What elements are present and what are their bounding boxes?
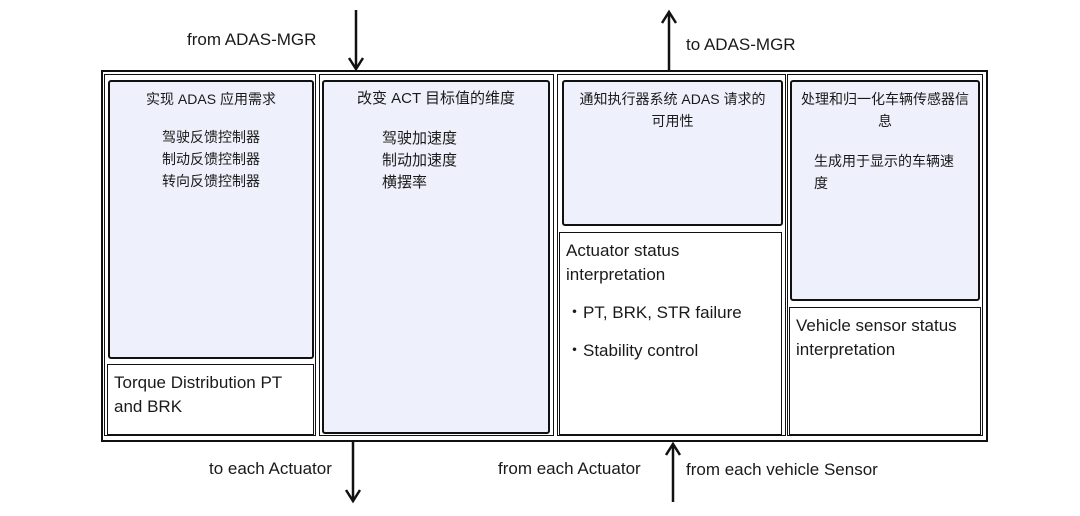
list-item: 转向反馈控制器 [162,173,260,189]
list-item: 制动反馈控制器 [162,151,260,167]
sensor-normalization-box: 处理和归一化车辆传感器信息 生成用于显示的车辆速度 [790,80,980,301]
label-to-each-actuator: to each Actuator [209,459,332,478]
actuator-status-bullet: ・PT, BRK, STR failure [566,303,742,322]
list-item: 驾驶反馈控制器 [162,129,260,145]
list-item: 制动加速度 [382,152,458,169]
torque-distribution-label: Torque Distribution PT and BRK [114,373,282,416]
sensor-normalization-title: 处理和归一化车辆传感器信息 [801,91,969,129]
actuator-status-bullet: ・Stability control [566,341,699,360]
arrow-to-each-actuator [344,442,362,504]
list-item: 驾驶加速度 [382,130,458,147]
act-target-box: 改变 ACT 目标值的维度 驾驶加速度 制动加速度 横摆率 [322,80,550,434]
adas-application-box: 实现 ADAS 应用需求 驾驶反馈控制器 制动反馈控制器 转向反馈控制器 [108,80,314,359]
list-item: 横摆率 [382,174,428,191]
actuator-status-box: Actuator status interpretation ・PT, BRK,… [559,232,782,435]
label-to-adas-mgr: to ADAS-MGR [686,35,796,54]
actuator-status-title: Actuator status interpretation [566,241,680,284]
adas-application-title: 实现 ADAS 应用需求 [146,91,276,107]
label-from-each-actuator: from each Actuator [498,459,641,478]
arrow-to-adas-mgr [660,9,678,70]
act-target-title: 改变 ACT 目标值的维度 [356,90,516,107]
vehicle-speed-display-text: 生成用于显示的车辆速度 [814,153,954,191]
ecu-frame [101,70,988,442]
arrow-from-adas-mgr [347,10,365,72]
label-from-adas-mgr: from ADAS-MGR [187,30,317,49]
vehicle-sensor-status-box: Vehicle sensor status interpretation [789,307,981,435]
feedback-controller-list: 驾驶反馈控制器 制动反馈控制器 转向反馈控制器 [110,126,312,192]
act-target-list: 驾驶加速度 制动加速度 横摆率 [382,128,548,194]
adas-availability-title: 通知执行器系统 ADAS 请求的可用性 [579,91,766,129]
vehicle-sensor-status-label: Vehicle sensor status interpretation [796,316,957,359]
label-from-each-vehicle-sensor: from each vehicle Sensor [686,460,878,479]
adas-availability-box: 通知执行器系统 ADAS 请求的可用性 [562,80,783,226]
arrow-from-each-actuator [664,441,682,502]
torque-distribution-box: Torque Distribution PT and BRK [107,364,314,435]
